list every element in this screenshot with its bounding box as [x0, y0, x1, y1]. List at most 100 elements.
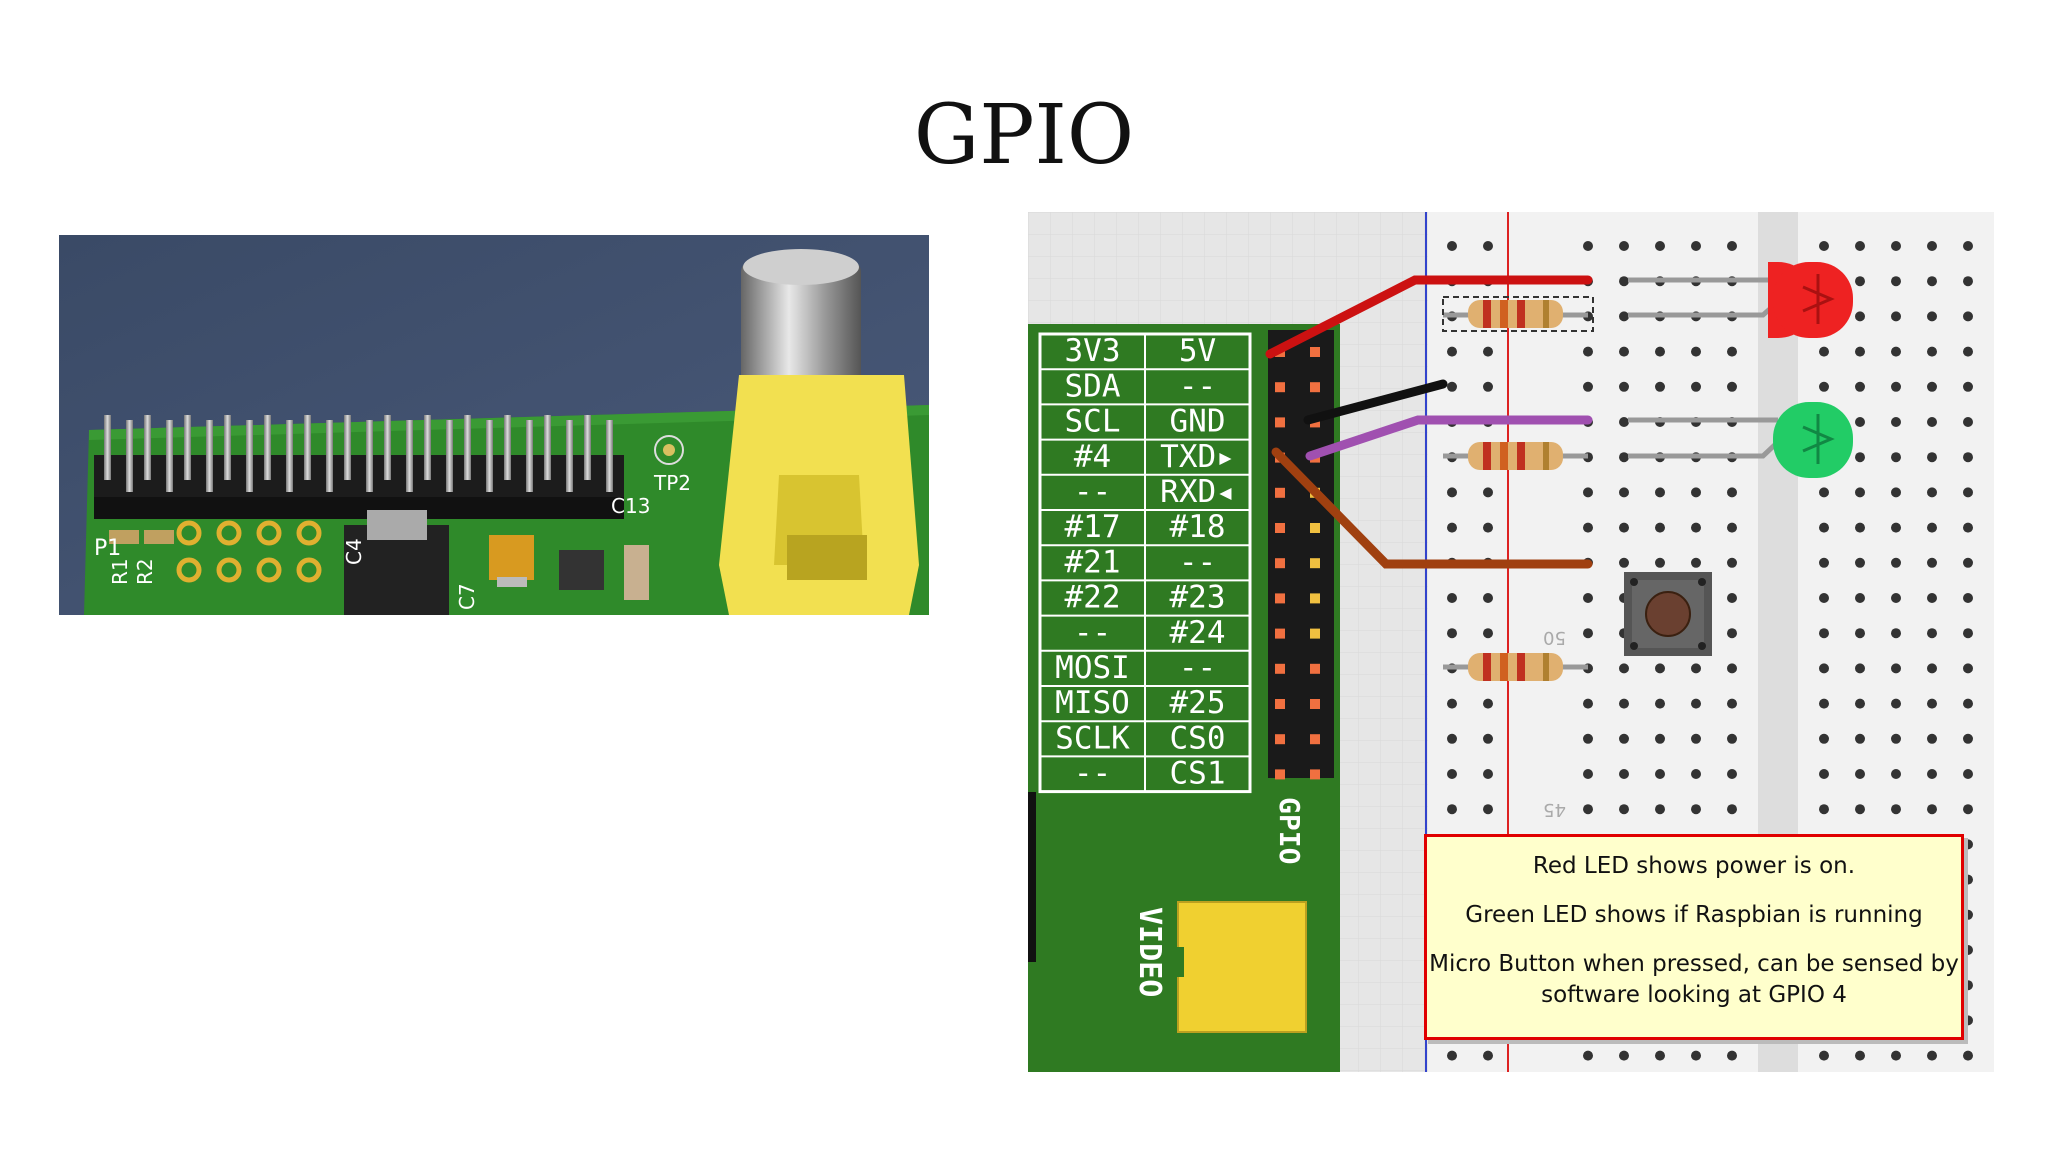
hole	[1891, 733, 1901, 744]
hole	[1891, 276, 1901, 287]
pin-label: CS0	[1170, 720, 1226, 756]
pin-label: #25	[1170, 685, 1226, 721]
hole	[1583, 804, 1593, 815]
hole	[1727, 1050, 1737, 1061]
hole	[1855, 311, 1865, 322]
hole	[1855, 417, 1865, 427]
hole	[1855, 698, 1865, 709]
header-pin	[1310, 663, 1320, 674]
pin-label: GND	[1170, 404, 1226, 440]
hole	[1963, 452, 1973, 463]
header-pin	[1275, 382, 1285, 393]
header-pin	[206, 420, 213, 492]
hole	[1619, 663, 1629, 674]
hole	[1691, 346, 1701, 357]
hole	[1655, 487, 1665, 498]
hole	[1483, 698, 1493, 709]
hole	[1483, 628, 1493, 639]
hole	[1855, 1050, 1865, 1061]
pin-label: #17	[1065, 509, 1121, 545]
hole	[1583, 522, 1593, 533]
hole	[1927, 804, 1937, 815]
hole	[1619, 557, 1629, 568]
pin-label: 3V3	[1065, 333, 1121, 369]
hole	[1447, 698, 1457, 709]
hole	[1855, 663, 1865, 674]
hole	[1691, 804, 1701, 815]
hole	[1619, 522, 1629, 533]
gpio-board-label: GPIO	[1273, 797, 1306, 864]
silk-tp2: TP2	[653, 471, 691, 495]
led-green	[1628, 402, 1853, 478]
pin-label: SCLK	[1055, 720, 1130, 756]
header-pin	[1275, 663, 1285, 674]
hole	[1927, 593, 1937, 603]
hole	[1727, 522, 1737, 533]
resistor-2	[1443, 442, 1588, 470]
silk-r1: R1	[108, 558, 132, 585]
hole	[1891, 241, 1901, 251]
hole	[1447, 522, 1457, 533]
pin-label: MOSI	[1055, 650, 1130, 686]
hole	[1447, 487, 1457, 498]
header-pin	[526, 420, 533, 492]
hole	[1447, 346, 1457, 357]
hole	[1483, 487, 1493, 498]
hole	[1963, 346, 1973, 357]
hole	[1927, 346, 1937, 357]
pad	[176, 557, 202, 583]
hole	[1583, 346, 1593, 357]
hole	[1691, 1050, 1701, 1061]
hole	[1655, 698, 1665, 709]
header-pin	[304, 415, 311, 480]
hole	[1727, 241, 1737, 251]
hole	[1963, 909, 1973, 920]
hole	[1819, 698, 1829, 709]
hole	[1819, 241, 1829, 251]
hole	[1447, 804, 1457, 815]
header-pin	[1275, 593, 1285, 604]
header-pin	[1275, 699, 1285, 709]
hole	[1963, 628, 1973, 639]
hole	[1891, 1050, 1901, 1061]
hole	[1583, 769, 1593, 779]
hole	[1819, 663, 1829, 674]
hole	[1619, 241, 1629, 251]
hole	[1891, 769, 1901, 779]
hole	[1727, 804, 1737, 815]
hole	[1655, 346, 1665, 357]
header-pin	[1310, 628, 1320, 639]
capacitor-c13	[624, 545, 649, 600]
hole	[1655, 557, 1665, 568]
hole	[1583, 1050, 1593, 1061]
hole	[1819, 804, 1829, 815]
hole	[1891, 804, 1901, 815]
header-pin	[1310, 558, 1320, 569]
header-pin	[566, 420, 573, 492]
pin-label: RXD◂	[1160, 474, 1235, 510]
hole	[1963, 381, 1973, 392]
hole	[1727, 593, 1737, 603]
hole	[1727, 769, 1737, 779]
hole	[1963, 593, 1973, 603]
silk-c7: C7	[455, 583, 479, 610]
hole	[1691, 241, 1701, 251]
hole	[1855, 241, 1865, 251]
hole	[1583, 733, 1593, 744]
hole	[1927, 1050, 1937, 1061]
wire-purple	[1305, 415, 1593, 461]
hole	[1855, 733, 1865, 744]
hole	[1727, 733, 1737, 744]
led-red	[1628, 262, 1853, 338]
hole	[1691, 769, 1701, 779]
hole	[1819, 522, 1829, 533]
gpio-header-photo: P1 R1 R2 C4 C7 C13 TP2	[59, 235, 929, 615]
hole	[1727, 698, 1737, 709]
video-connector	[1177, 901, 1307, 1033]
hole	[1819, 628, 1829, 639]
header-pin	[544, 415, 551, 480]
hole	[1891, 663, 1901, 674]
hole	[1819, 733, 1829, 744]
pin-label: #22	[1065, 580, 1121, 616]
hole	[1963, 417, 1973, 427]
